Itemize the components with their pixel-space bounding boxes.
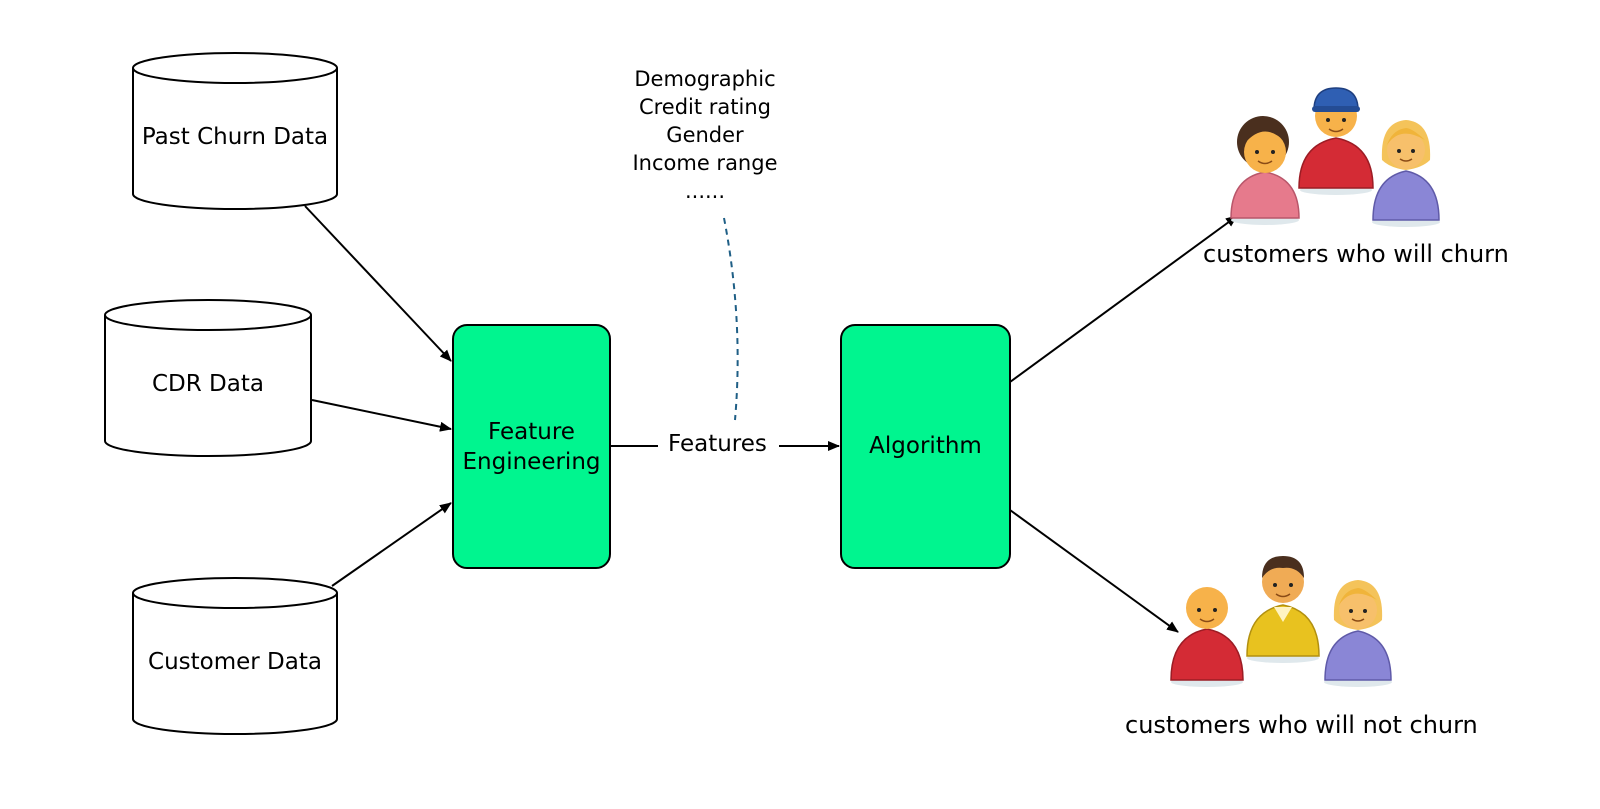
feature-example-ellipsis: ...... (684, 179, 726, 203)
dashed-note-connector (723, 217, 739, 421)
woman-blonde-icon-2 (1324, 580, 1392, 687)
man-blue-cap-icon (1298, 87, 1374, 195)
algorithm-label: Algorithm (869, 433, 982, 459)
arrow-algorithm-to-churn (1009, 215, 1238, 383)
woman-curly-hair-icon (1230, 116, 1300, 225)
feature-engineering-label: Feature Engineering (453, 417, 610, 477)
arrow-algorithm-to-no-churn (1009, 509, 1179, 633)
arrow-customer-to-fe (331, 502, 452, 587)
arrow-cdr-to-fe (311, 399, 452, 432)
man-yellow-shirt-icon (1246, 556, 1320, 663)
algorithm-box (840, 324, 1011, 569)
feature-example-demographic: Demographic (634, 67, 776, 91)
customer-data-cylinder (132, 577, 338, 735)
churn-customers-icon (1230, 87, 1440, 227)
feature-engineering-line1: Feature (488, 419, 575, 445)
feature-example-income-range: Income range (632, 151, 778, 175)
past-churn-data-label: Past Churn Data (141, 124, 329, 150)
feature-example-credit-rating: Credit rating (638, 95, 772, 119)
non-churn-customers-icon (1170, 556, 1392, 687)
churn-outcome-label: customers who will churn (1203, 240, 1509, 268)
bald-man-icon (1170, 587, 1244, 687)
no-churn-outcome-label: customers who will not churn (1125, 711, 1478, 739)
arrow-past-churn-to-fe (304, 205, 452, 362)
cdr-data-label: CDR Data (152, 371, 264, 397)
feature-engineering-line2: Engineering (462, 449, 601, 475)
customer-data-label: Customer Data (148, 649, 322, 675)
cdr-data-cylinder (104, 299, 312, 457)
woman-blonde-icon (1372, 120, 1440, 227)
features-label: Features (660, 431, 775, 457)
feature-examples-note: Demographic Credit rating Gender Income … (605, 65, 805, 205)
past-churn-data-cylinder (132, 52, 338, 210)
feature-example-gender: Gender (666, 123, 744, 147)
